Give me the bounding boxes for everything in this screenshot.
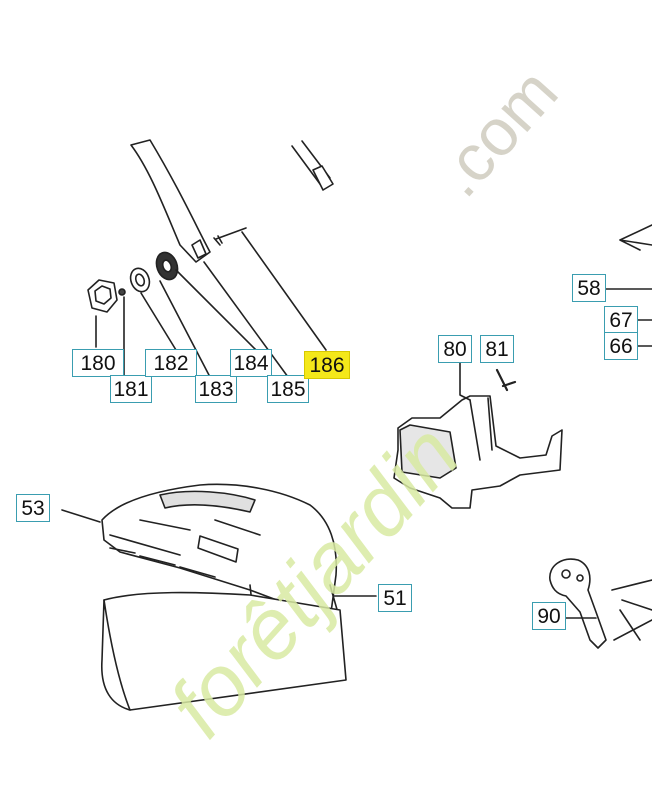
- callout-183[interactable]: 183: [195, 375, 237, 403]
- callout-182[interactable]: 182: [145, 349, 197, 377]
- callout-81[interactable]: 81: [480, 335, 514, 363]
- callout-184[interactable]: 184: [230, 349, 272, 377]
- callout-181[interactable]: 181: [110, 375, 152, 403]
- grass-bag: [101, 591, 347, 711]
- callout-186-highlighted[interactable]: 186: [304, 351, 350, 379]
- handle-clip: [191, 239, 207, 259]
- callout-90[interactable]: 90: [532, 602, 566, 630]
- bolt: [213, 227, 247, 246]
- callout-185[interactable]: 185: [267, 375, 309, 403]
- callout-53[interactable]: 53: [16, 494, 50, 522]
- rear-arm: [549, 558, 607, 649]
- washer-small: [118, 288, 126, 296]
- callout-80[interactable]: 80: [438, 335, 472, 363]
- nut: [129, 267, 151, 293]
- callout-66[interactable]: 66: [604, 332, 638, 360]
- callout-67[interactable]: 67: [604, 306, 638, 334]
- callout-51[interactable]: 51: [378, 584, 412, 612]
- callout-180[interactable]: 180: [72, 349, 124, 377]
- handle-bar: [130, 139, 211, 263]
- handle-bar-tip: [312, 165, 334, 191]
- knob: [87, 279, 118, 313]
- callout-58[interactable]: 58: [572, 274, 606, 302]
